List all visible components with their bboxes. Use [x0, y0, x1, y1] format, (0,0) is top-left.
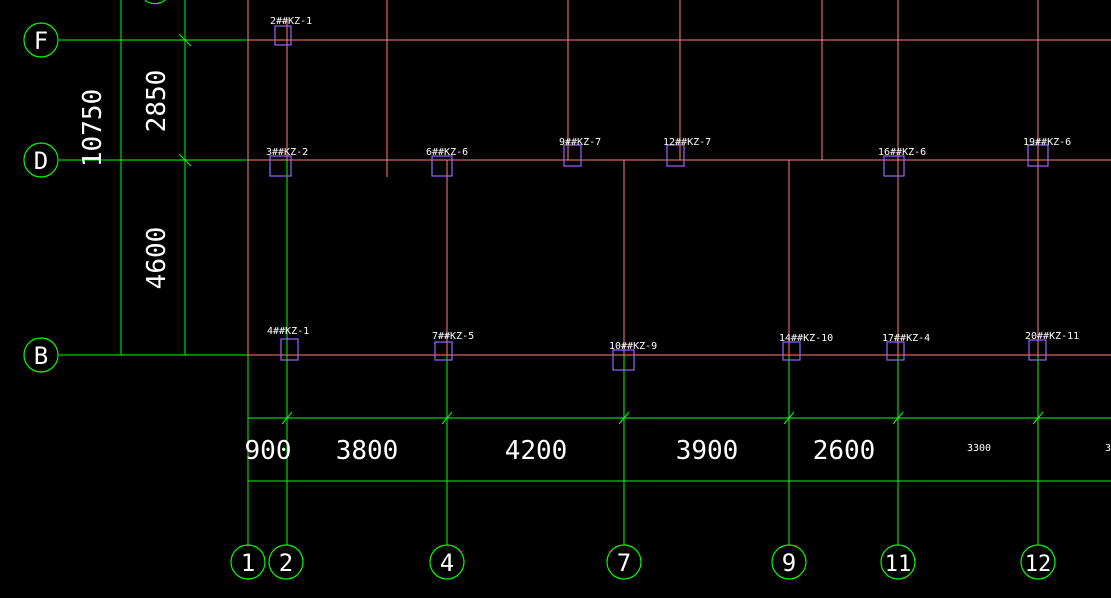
dim-text-3900: 3900: [676, 436, 739, 466]
column-box[interactable]: [612, 349, 635, 371]
axis-label-f: F: [34, 27, 48, 55]
axis-labels-horizontal: F D B: [34, 27, 48, 370]
dim-text-3800: 3800: [336, 436, 399, 466]
column-label: 14##KZ-10: [779, 333, 833, 344]
axis-bubble-f[interactable]: [23, 22, 59, 58]
dim-tick: [618, 411, 630, 425]
column-label: 6##KZ-6: [426, 147, 468, 158]
column-box[interactable]: [269, 155, 292, 177]
axis-bubble-1[interactable]: [230, 544, 266, 580]
column-label: 9##KZ-7: [559, 137, 601, 148]
column-box[interactable]: [782, 341, 801, 361]
column-label: 20##KZ-11: [1025, 331, 1079, 342]
axis-bubbles-horizontal: [23, 0, 166, 373]
column-box[interactable]: [280, 338, 299, 361]
axis-labels-vertical: 1 2 4 7 9 11 12: [241, 549, 1051, 577]
dim-tick: [178, 33, 192, 47]
axis-label-11: 11: [885, 552, 912, 577]
column-box[interactable]: [434, 341, 453, 361]
column-label: 17##KZ-4: [882, 333, 930, 344]
column-label: 10##KZ-9: [609, 341, 657, 352]
column-label: 3##KZ-2: [266, 147, 308, 158]
axis-label-1: 1: [241, 549, 255, 577]
axis-bubble-9[interactable]: [771, 544, 807, 580]
dim-text-4600: 4600: [142, 227, 172, 290]
column-box[interactable]: [886, 341, 905, 361]
dim-text-4200: 4200: [505, 436, 568, 466]
column-box[interactable]: [563, 144, 582, 167]
axis-bubble-2[interactable]: [268, 544, 304, 580]
axis-bubble-d[interactable]: [23, 142, 59, 178]
grid-lines: [59, 0, 1111, 545]
beam-lines: [247, 0, 1111, 356]
column-label: 16##KZ-6: [878, 147, 926, 158]
column-label: 4##KZ-1: [267, 326, 309, 337]
dim-text-total: 10750: [78, 89, 108, 167]
axis-label-d: D: [34, 147, 48, 175]
column-box[interactable]: [274, 25, 292, 46]
axis-label-7: 7: [617, 549, 631, 577]
axis-bubble-11[interactable]: [880, 544, 916, 580]
column-labels: 2##KZ-1 3##KZ-2 6##KZ-6 9##KZ-7 12##KZ-7…: [266, 16, 1079, 352]
dim-text-3300: 3300: [967, 443, 991, 454]
dim-tick: [441, 411, 453, 425]
dim-tick: [281, 411, 293, 425]
dim-tick: [1032, 411, 1044, 425]
axis-label-4: 4: [440, 549, 454, 577]
axis-bubble-4[interactable]: [429, 544, 465, 580]
dimension-texts-vertical: 10750 2850 4600: [78, 70, 172, 290]
column-box[interactable]: [666, 144, 685, 167]
dim-text-900: 900: [245, 436, 292, 466]
axis-bubbles-vertical: [230, 544, 1056, 580]
dim-tick: [783, 411, 795, 425]
column-box[interactable]: [883, 155, 905, 177]
axis-bubble-12[interactable]: [1020, 544, 1056, 580]
column-boxes: [269, 25, 1049, 371]
column-box[interactable]: [1028, 339, 1047, 361]
axis-label-b: B: [34, 342, 48, 370]
axis-label-12: 12: [1025, 552, 1052, 577]
dim-text-partial: 3: [1105, 443, 1111, 454]
axis-bubble-7[interactable]: [606, 544, 642, 580]
axis-label-9: 9: [782, 549, 796, 577]
column-label: 2##KZ-1: [270, 16, 312, 27]
column-label: 7##KZ-5: [432, 331, 474, 342]
dim-text-2850: 2850: [142, 70, 172, 133]
axis-label-2: 2: [279, 549, 293, 577]
dim-tick: [178, 153, 192, 167]
column-box[interactable]: [1027, 144, 1049, 167]
column-label: 12##KZ-7: [663, 137, 711, 148]
dimension-texts-horizontal: 900 3800 4200 3900 2600 3300 3: [245, 436, 1111, 466]
column-box[interactable]: [431, 155, 453, 177]
dim-tick: [892, 411, 904, 425]
axis-bubble-b[interactable]: [23, 337, 59, 373]
axis-bubble-partial: [144, 0, 166, 5]
column-label: 19##KZ-6: [1023, 137, 1071, 148]
dim-text-2600: 2600: [813, 436, 876, 466]
